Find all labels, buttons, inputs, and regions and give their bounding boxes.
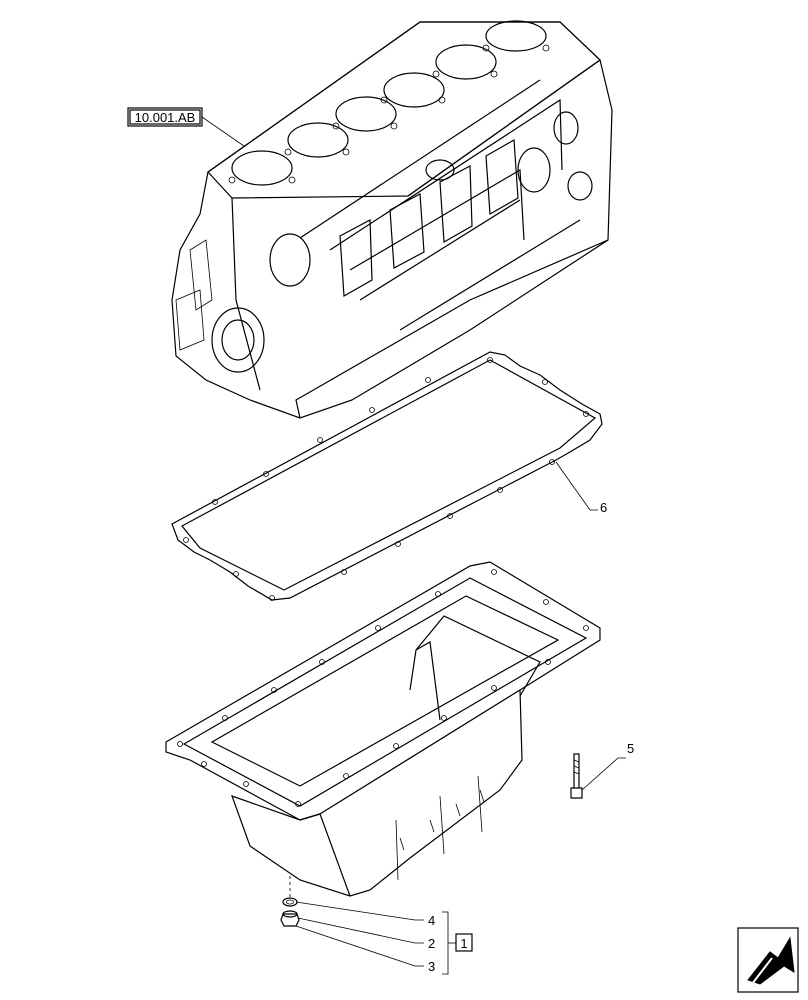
callout-bolt: 5 [627,741,634,756]
drain-plug [280,910,300,927]
cylinder-bores [231,20,547,186]
svg-text:1: 1 [460,936,467,951]
callout-drain-plug: 2 [428,936,435,951]
callout-gasket: 6 [600,500,607,515]
washer-leader [295,901,424,921]
callout-washer: 4 [428,913,435,928]
kit-bracket [442,911,449,975]
pan-bolt [570,753,583,799]
bolt-leader [581,757,626,791]
seal-leader [295,925,424,967]
return-arrow-icon[interactable] [737,927,799,993]
oil-pan-gasket [171,351,603,601]
engine-block [171,20,613,419]
reference-leader [201,116,245,147]
drain-washer [282,897,298,907]
plug-leader [297,917,424,944]
kit-label[interactable]: 1 [455,933,473,952]
gasket-leader [555,461,598,511]
callout-plug-seal: 3 [428,959,435,974]
oil-pan [165,561,601,897]
reference-label[interactable]: 10.001.AB [127,107,203,127]
svg-text:10.001.AB: 10.001.AB [135,110,196,125]
